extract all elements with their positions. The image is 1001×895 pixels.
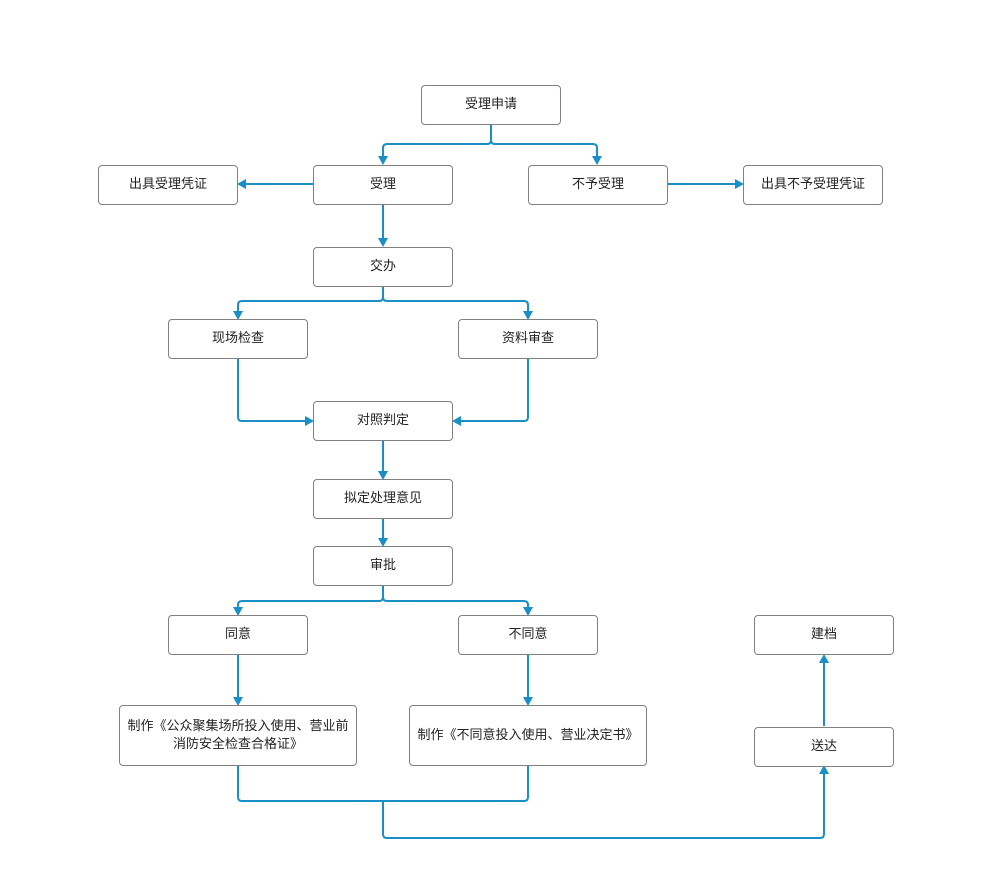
node-site-inspection: 现场检查 <box>168 319 308 359</box>
node-deliver: 送达 <box>754 727 894 767</box>
node-label: 送达 <box>810 739 837 754</box>
node-label: 建档 <box>810 627 837 642</box>
node-make-rejection-decision: 制作《不同意投入使用、营业决定书》 <box>409 705 647 766</box>
node-label: 受理 <box>369 177 396 192</box>
node-label: 出具不予受理凭证 <box>760 177 865 192</box>
node-label: 现场检查 <box>211 331 264 346</box>
node-label-line-2: 消防安全检查合格证》 <box>172 736 303 752</box>
edge-application-to-not-accept <box>490 124 602 165</box>
node-issue-accept-voucher: 出具受理凭证 <box>98 165 238 205</box>
node-label: 出具受理凭证 <box>128 177 207 192</box>
node-draft-opinion: 拟定处理意见 <box>313 479 453 519</box>
node-label: 不予受理 <box>571 177 624 192</box>
node-agree: 同意 <box>168 615 308 655</box>
node-accept: 受理 <box>313 165 453 205</box>
node-make-certificate: 制作《公众聚集场所投入使用、营业前 消防安全检查合格证》 <box>119 705 357 766</box>
edge-assign-to-site <box>233 286 384 320</box>
node-label: 对照判定 <box>356 413 409 428</box>
node-label: 审批 <box>369 558 396 573</box>
node-issue-reject-voucher: 出具不予受理凭证 <box>743 165 883 205</box>
node-label: 不同意 <box>508 627 548 642</box>
edge-approval-to-agree <box>233 585 384 616</box>
node-compare-judge: 对照判定 <box>313 401 453 441</box>
node-disagree: 不同意 <box>458 615 598 655</box>
node-not-accept: 不予受理 <box>528 165 668 205</box>
node-archive: 建档 <box>754 615 894 655</box>
node-label: 资料审查 <box>501 331 554 346</box>
node-document-review: 资料审查 <box>458 319 598 359</box>
node-label: 拟定处理意见 <box>343 491 422 506</box>
node-label-line-1: 制作《公众聚集场所投入使用、营业前 <box>127 718 349 734</box>
node-assign: 交办 <box>313 247 453 287</box>
edge-merge-to-deliver <box>382 765 829 839</box>
node-label: 同意 <box>224 627 251 642</box>
edge-certificate-merge <box>237 765 529 802</box>
node-accept-application: 受理申请 <box>421 85 561 125</box>
node-approval: 审批 <box>313 546 453 586</box>
edge-review-to-compare <box>452 358 529 426</box>
node-label: 交办 <box>369 259 396 274</box>
edge-site-to-compare <box>237 358 314 426</box>
edge-application-to-accept <box>378 124 492 165</box>
node-label: 受理申请 <box>464 97 517 112</box>
node-label: 制作《不同意投入使用、营业决定书》 <box>417 727 639 743</box>
edge-approval-to-disagree <box>382 585 533 616</box>
edge-assign-to-review <box>382 286 533 320</box>
